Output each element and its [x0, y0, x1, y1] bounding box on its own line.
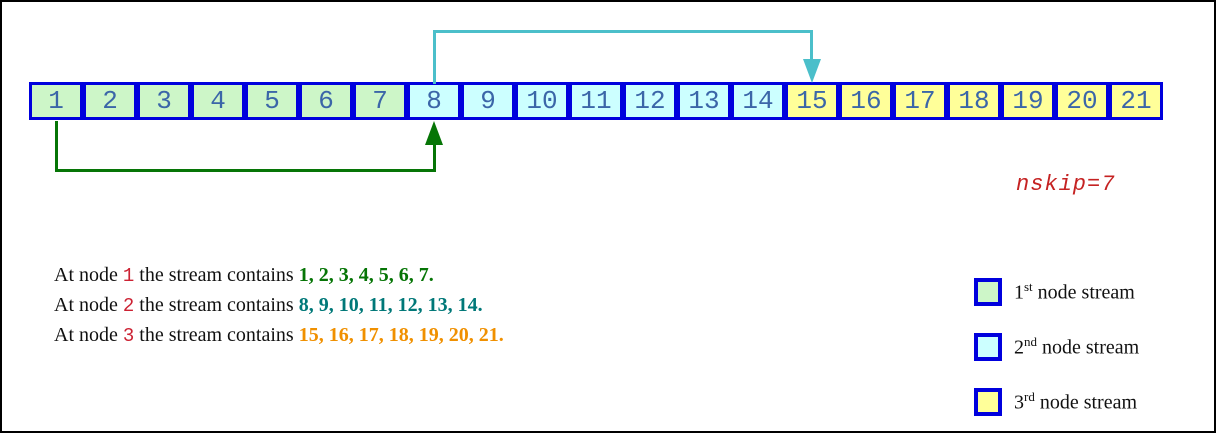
node-number: 3 — [122, 325, 135, 347]
stream-cell: 1 — [29, 82, 83, 120]
stream-cell: 8 — [407, 82, 461, 120]
legend-swatch — [974, 388, 1002, 416]
stream-numbers: 8, 9, 10, 11, 12, 13, 14. — [298, 294, 483, 316]
legend-ordinal-suffix: nd — [1024, 334, 1037, 350]
green-arrow-horizontal-segment — [55, 169, 436, 172]
sentence-text: At node — [54, 264, 123, 286]
node-number: 1 — [122, 265, 135, 287]
stream-cell: 14 — [731, 82, 785, 120]
legend-swatch — [974, 278, 1002, 306]
stream-cell: 11 — [569, 82, 623, 120]
legend-swatch — [974, 333, 1002, 361]
legend-text: node stream — [1034, 391, 1138, 414]
legend-label: 3rd node stream — [1014, 389, 1137, 415]
teal-arrow-vertical-segment — [433, 30, 436, 84]
sentence-text: At node — [54, 294, 123, 316]
stream-cell: 2 — [83, 82, 137, 120]
arrow-up-icon — [425, 121, 443, 145]
stream-cell: 13 — [677, 82, 731, 120]
legend-text: node stream — [1037, 336, 1140, 359]
legend-ordinal: 2 — [1014, 336, 1024, 359]
legend-ordinal: 1 — [1014, 281, 1024, 304]
stream-cell: 10 — [515, 82, 569, 120]
stream-cell: 16 — [839, 82, 893, 120]
stream-cell: 12 — [623, 82, 677, 120]
stream-numbers: 15, 16, 17, 18, 19, 20, 21. — [298, 324, 504, 346]
legend-item: 3rd node stream — [974, 388, 1137, 416]
stream-cell: 3 — [137, 82, 191, 120]
stream-cell: 15 — [785, 82, 839, 120]
stream-cell: 5 — [245, 82, 299, 120]
teal-arrow-horizontal-segment — [433, 30, 813, 33]
stream-description-line: At node 1 the stream contains 1, 2, 3, 4… — [54, 260, 504, 290]
legend-label: 2nd node stream — [1014, 334, 1139, 360]
legend-ordinal-suffix: rd — [1024, 389, 1035, 405]
stream-cell: 19 — [1001, 82, 1055, 120]
stream-numbers: 1, 2, 3, 4, 5, 6, 7. — [298, 264, 434, 286]
legend-label: 1st node stream — [1014, 279, 1135, 305]
sentence-text: At node — [54, 324, 123, 346]
stream-cell: 21 — [1109, 82, 1163, 120]
arrow-down-icon — [803, 59, 821, 83]
stream-cell: 7 — [353, 82, 407, 120]
sentence-text: the stream contains — [134, 324, 299, 346]
stream-cell: 9 — [461, 82, 515, 120]
sentence-text: the stream contains — [134, 264, 299, 286]
stream-cell: 17 — [893, 82, 947, 120]
green-arrow-up-segment — [433, 141, 436, 172]
stream-description-line: At node 2 the stream contains 8, 9, 10, … — [54, 290, 504, 320]
stream-cell: 18 — [947, 82, 1001, 120]
legend-text: node stream — [1032, 281, 1135, 304]
stream-cell: 20 — [1055, 82, 1109, 120]
legend-item: 2nd node stream — [974, 333, 1139, 361]
stream-cell: 6 — [299, 82, 353, 120]
node-number: 2 — [122, 295, 135, 317]
legend-item: 1st node stream — [974, 278, 1135, 306]
stream-description-line: At node 3 the stream contains 15, 16, 17… — [54, 320, 504, 350]
nskip-annotation: nskip=7 — [1016, 172, 1116, 197]
stream-description-lines: At node 1 the stream contains 1, 2, 3, 4… — [54, 260, 504, 350]
stream-cell: 4 — [191, 82, 245, 120]
legend-ordinal-suffix: st — [1024, 279, 1033, 295]
teal-arrow-down-segment — [810, 30, 813, 62]
green-arrow-vertical-segment — [55, 121, 58, 172]
sentence-text: the stream contains — [134, 294, 299, 316]
legend-ordinal: 3 — [1014, 391, 1024, 414]
